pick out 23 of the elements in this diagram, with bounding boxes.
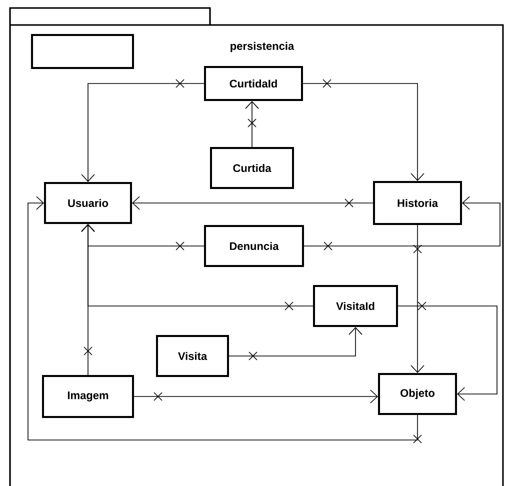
arrow xyxy=(132,196,374,210)
class-box: Usuario xyxy=(44,182,132,224)
arrow xyxy=(134,390,378,404)
arrow xyxy=(398,302,498,401)
package-name: persistencia xyxy=(230,42,294,52)
class-box: Visita xyxy=(156,335,229,377)
arrow xyxy=(302,79,424,181)
arrow xyxy=(245,101,259,148)
class-box: Denuncia xyxy=(204,225,304,267)
class-box: VisitaId xyxy=(313,285,398,327)
empty-box xyxy=(31,34,134,69)
package-frame xyxy=(9,7,504,486)
arrow xyxy=(304,196,500,250)
class-box: Curtida xyxy=(210,147,294,189)
arrow xyxy=(28,196,422,444)
class-box: Imagem xyxy=(42,375,134,418)
arrow xyxy=(81,224,95,376)
class-box: Historia xyxy=(373,181,462,225)
class-box: Objeto xyxy=(378,373,457,415)
arrow xyxy=(228,327,362,360)
arrow xyxy=(410,224,424,373)
class-box: CurtidaId xyxy=(204,66,303,101)
arrow xyxy=(81,79,204,182)
